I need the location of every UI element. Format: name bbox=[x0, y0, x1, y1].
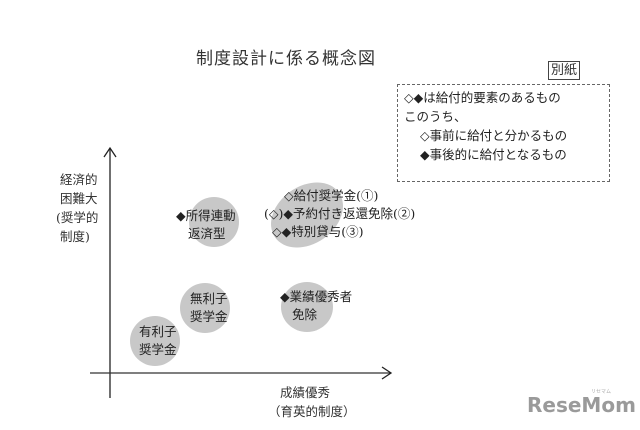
attachment-label: 別紙 bbox=[548, 61, 581, 80]
merit-exemption-blob bbox=[281, 282, 333, 332]
node-merit-exemption: ◆業績優秀者 免除 bbox=[280, 289, 353, 322]
resemom-logo-kana: リセマム bbox=[591, 389, 612, 395]
resemom-logo: ReseMom bbox=[527, 393, 636, 417]
diagram-title: 制度設計に係る概念図 bbox=[196, 49, 376, 69]
legend-line: ◇◆は給付的要素のあるもの bbox=[404, 90, 561, 105]
legend-line: ◆事後的に給付となるもの bbox=[420, 147, 567, 162]
x-axis-arrow-icon bbox=[381, 366, 393, 380]
income-linked-blob bbox=[189, 197, 239, 247]
interest-bearing-blob bbox=[130, 316, 180, 366]
node-interest-bearing: 有利子 奨学金 bbox=[139, 324, 177, 357]
legend-line: このうち、 bbox=[404, 109, 467, 124]
y-axis-label: 経済的 困難大 (奨学的 制度) bbox=[56, 172, 99, 244]
legend-line: ◇事前に給付と分かるもの bbox=[420, 128, 568, 143]
node-interest-free: 無利子 奨学金 bbox=[190, 291, 228, 324]
node-income-linked: ◆所得連動 返済型 bbox=[176, 208, 236, 241]
interest-free-blob bbox=[180, 283, 230, 333]
x-axis-label: 成績優秀 （育英的制度） bbox=[268, 385, 356, 419]
node-grant-group: ◇給付奨学金(①) (◇)◆予約付き返還免除(②) ◇◆特別貸与(③) bbox=[264, 188, 416, 239]
legend-box: ◇◆は給付的要素のあるもの このうち、 ◇事前に給付と分かるもの ◆事後的に給付… bbox=[397, 84, 610, 182]
y-axis-arrow-icon bbox=[103, 146, 117, 158]
